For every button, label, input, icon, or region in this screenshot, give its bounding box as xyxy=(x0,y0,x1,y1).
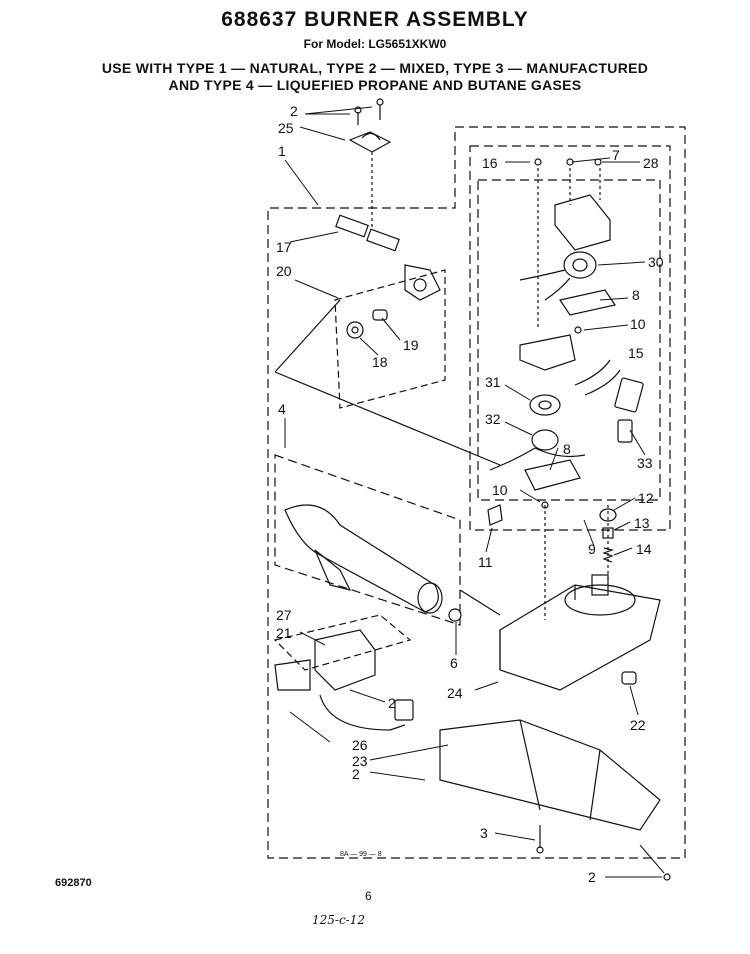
callout-28: 28 xyxy=(643,155,659,171)
callout-8b: 8 xyxy=(563,441,571,457)
callout-2c: 2 xyxy=(352,766,360,782)
callout-19: 19 xyxy=(403,337,419,353)
callout-1: 1 xyxy=(278,143,286,159)
callout-10: 10 xyxy=(630,316,646,332)
igniter-21 xyxy=(274,659,311,691)
callout-7: 7 xyxy=(612,147,620,163)
igniter-bracket-27 xyxy=(314,629,376,691)
callout-2: 2 xyxy=(290,103,298,119)
mounting-bracket-23 xyxy=(439,719,661,831)
nut-18 xyxy=(346,321,364,339)
callout-15: 15 xyxy=(628,345,644,361)
plate-8-lower xyxy=(524,459,581,491)
orifice-group-frame xyxy=(334,269,446,409)
orifice-19 xyxy=(372,309,388,321)
callout-20: 20 xyxy=(276,263,292,279)
callout-12: 12 xyxy=(638,490,654,506)
bracket-25 xyxy=(348,131,392,153)
model-label: For Model: LG5651XKW0 xyxy=(303,37,447,51)
leader-lines xyxy=(284,106,665,878)
callout-3: 3 xyxy=(480,825,488,841)
callout-24: 24 xyxy=(447,685,463,701)
callout-13: 13 xyxy=(634,515,650,531)
sensor-32 xyxy=(531,429,559,451)
callout-21: 21 xyxy=(276,625,292,641)
callout-8: 8 xyxy=(632,287,640,303)
callout-16: 16 xyxy=(482,155,498,171)
callout-14: 14 xyxy=(636,541,652,557)
callout-2d: 2 xyxy=(588,869,596,885)
callout-33: 33 xyxy=(637,455,653,471)
connector-33 xyxy=(617,419,633,443)
bracket-mid xyxy=(519,334,576,371)
callout-17: 17 xyxy=(276,239,292,255)
gas-types-line-1: USE WITH TYPE 1 — NATURAL, TYPE 2 — MIXE… xyxy=(101,60,649,76)
callout-26: 26 xyxy=(352,737,368,753)
outer-frame xyxy=(267,126,686,859)
callout-10b: 10 xyxy=(492,482,508,498)
solenoid-30 xyxy=(563,251,597,279)
page-title: 688637 BURNER ASSEMBLY xyxy=(221,8,529,31)
cap-12 xyxy=(599,508,617,522)
valve-group-frame xyxy=(469,145,671,531)
nut-11 xyxy=(487,504,503,526)
callout-6: 6 xyxy=(450,655,458,671)
burner-group-frame xyxy=(274,454,461,626)
callout-22: 22 xyxy=(630,717,646,733)
callout-4: 4 xyxy=(278,401,286,417)
callout-labels: 2 25 1 16 7 28 17 20 30 8 10 19 18 15 31… xyxy=(276,103,664,885)
plate-8-top xyxy=(559,289,616,316)
screw-2-top xyxy=(354,98,384,125)
gas-types-line-2: AND TYPE 4 — LIQUEFIED PROPANE AND BUTAN… xyxy=(168,77,582,93)
callout-32: 32 xyxy=(485,411,501,427)
coil-31 xyxy=(529,394,561,416)
callout-23: 23 xyxy=(352,753,368,769)
callout-18: 18 xyxy=(372,354,388,370)
callout-31: 31 xyxy=(485,374,501,390)
orifice-6 xyxy=(448,608,462,622)
fitting-20 xyxy=(404,264,441,301)
wire-harness-15 xyxy=(574,359,621,396)
handwritten-note: 125-c-12 xyxy=(312,913,366,927)
callout-2b: 2 xyxy=(388,695,396,711)
document-code: 692870 xyxy=(55,877,92,889)
callout-11: 11 xyxy=(478,554,493,570)
connector-26 xyxy=(394,699,414,721)
callout-25: 25 xyxy=(278,120,294,136)
plug-22 xyxy=(621,671,637,685)
valve-inner-frame xyxy=(477,179,661,501)
callout-30: 30 xyxy=(648,254,664,270)
igniter-group-frame xyxy=(273,614,412,671)
bracket-top xyxy=(554,194,611,251)
tube-17 xyxy=(335,214,400,252)
callout-9: 9 xyxy=(588,541,596,557)
drawing-reference: 8A — 99 — 8 xyxy=(340,851,382,858)
page-number: 6 xyxy=(365,889,372,903)
callout-27: 27 xyxy=(276,607,292,623)
burner-tube-4 xyxy=(284,504,439,613)
